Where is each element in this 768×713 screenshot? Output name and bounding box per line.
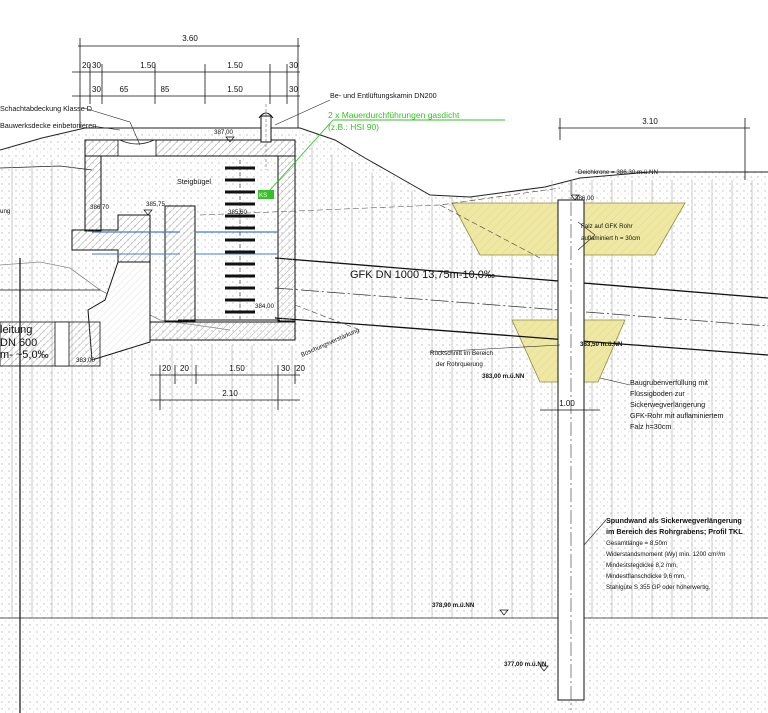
- label-deck: Bauwerksdecke einbetonieren: [0, 121, 96, 130]
- dim-r1-2: 30: [92, 61, 101, 70]
- label-pipe: GFK DN 1000 13,75m-10,0‰: [350, 269, 495, 281]
- label-spund-7: Stahlgüte S 355 GP oder höherwertig.: [606, 584, 711, 591]
- label-rueck-2: der Rohrquerung: [436, 361, 483, 368]
- sheet-pile-wall: [19, 180, 585, 713]
- label-vent: Be- und Entlüftungskamin DN200: [330, 91, 437, 100]
- label-penetration-2: (z.B.: HSI 90): [328, 122, 379, 132]
- dim-r2-3: 85: [161, 85, 170, 94]
- label-cover: Schachtabdeckung Klasse D: [0, 104, 92, 113]
- elev-386-70: 386,70: [90, 204, 109, 211]
- elevation-texts: 387,00 386,70 385,75 385,60 384,00 383,0…: [76, 129, 623, 668]
- dashed-lines: [199, 187, 561, 331]
- label-spund-4: Widerstandsmoment (Wy) min. 1200 cm³/m: [606, 551, 725, 558]
- label-penetration-1: 2 x Mauerdurchführungen gasdicht: [328, 110, 460, 120]
- dim-r2-4: 1.50: [227, 85, 243, 94]
- dimension-lines-top: [72, 38, 750, 180]
- elev-383-50: 383,50 m.ü.NN: [580, 341, 623, 348]
- dim-r1-5: 30: [289, 61, 298, 70]
- label-rueck-1: Rückschnitt im Bereich: [430, 350, 493, 357]
- grid-lines: [11, 145, 753, 618]
- dimension-texts: 3.60 20 30 1.50 1.50 30 30 65 85 1.50 30…: [82, 34, 658, 408]
- label-fold-2: auflaminiert h = 30cm: [581, 235, 640, 242]
- label-leitung: leitung: [0, 324, 32, 336]
- dim-sheet: 1.00: [559, 399, 575, 408]
- label-fill-2: Flüssigboden zur: [630, 389, 685, 398]
- label-spund-1: Spundwand als Sickerwegverlängerung: [606, 516, 742, 525]
- vent-chimney: [258, 104, 274, 170]
- dim-b1-1: 20: [162, 364, 171, 373]
- dim-b1-5: 20: [296, 364, 305, 373]
- elev-383-00: 383,00 m.ü.NN: [482, 373, 525, 380]
- elev-387: 387,00: [214, 129, 233, 136]
- penetration-marker: [258, 119, 505, 199]
- label-slope-left: m- ~5,0‰: [0, 349, 49, 361]
- elev-383-00-left: 383,00: [76, 357, 95, 364]
- label-spund-5: Mindeststegdicke 8,2 mm,: [606, 562, 678, 569]
- label-fold-1: Falz auf GFK Rohr: [581, 223, 633, 230]
- label-dn: DN 600: [0, 337, 37, 349]
- elev-384-00: 384,00: [255, 303, 274, 310]
- dim-r1-3: 1.50: [140, 61, 156, 70]
- label-fill-3: Sickerwegverlängerung: [630, 400, 705, 409]
- manhole-structure: [0, 139, 296, 367]
- gfk-pipe: [178, 257, 768, 356]
- label-crest: Deichkrone = 386.30 m.ü.NN: [578, 169, 658, 176]
- dim-r1-4: 1.50: [227, 61, 243, 70]
- label-steps: Steigbügel: [177, 177, 211, 186]
- dim-b1-3: 1.50: [229, 364, 245, 373]
- label-fill-4: GFK-Rohr mit auflaminiertem: [630, 411, 723, 420]
- leader-lines: [83, 99, 650, 546]
- elevation-markers: [143, 136, 580, 672]
- dim-overall: 3.60: [182, 34, 198, 43]
- dimension-lines-bottom: [150, 365, 600, 411]
- label-spund-2: im Bereich des Rohrgrabens; Profil TKL: [606, 527, 743, 536]
- label-left-cut: ung: [0, 208, 11, 215]
- label-ks: KS: [259, 192, 267, 199]
- label-spund-6: Mindestflanschdicke 9,6 mm,: [606, 573, 686, 580]
- dim-b1-2: 20: [180, 364, 189, 373]
- dim-r2-1: 30: [92, 85, 101, 94]
- elev-377-00: 377,00 m.ü.NN: [504, 661, 547, 668]
- dim-r1-1: 20: [82, 61, 91, 70]
- dim-r2-5: 30: [289, 85, 298, 94]
- dim-r2-2: 65: [120, 85, 129, 94]
- dim-b2: 2.10: [222, 389, 238, 398]
- dim-b1-4: 30: [281, 364, 290, 373]
- label-fill-1: Baugrubenverfüllung mit: [630, 378, 708, 387]
- elev-378-90: 378,90 m.ü.NN: [432, 602, 475, 609]
- elev-385-75: 385,75: [146, 201, 165, 208]
- label-spund-3: Gesamtlänge = 8,50m: [606, 540, 667, 547]
- elev-386-00: 386,00: [575, 195, 594, 202]
- dim-right: 3.10: [642, 117, 658, 126]
- label-fill-5: Falz h=30cm: [630, 422, 671, 431]
- elev-385-60: 385,60: [228, 209, 247, 216]
